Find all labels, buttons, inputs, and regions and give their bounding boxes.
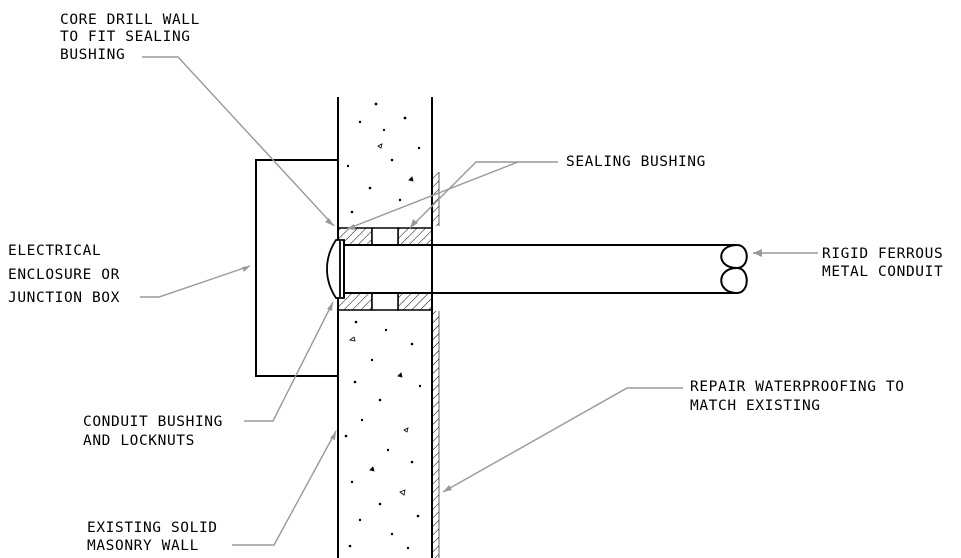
electrical-enclosure: [255, 159, 338, 377]
label-waterproofing: REPAIR WATERPROOFING TO MATCH EXISTING: [690, 379, 905, 414]
rigid-conduit: [344, 244, 748, 294]
label-core-drill-line-1: CORE DRILL WALL: [60, 12, 200, 28]
label-sealing-bushing-line-1: SEALING BUSHING: [566, 154, 706, 170]
label-conduit-line-2: METAL CONDUIT: [822, 264, 943, 280]
label-conduit: RIGID FERROUS METAL CONDUIT: [822, 246, 943, 280]
label-waterproofing-line-2: MATCH EXISTING: [690, 398, 821, 414]
conduit-bushing-locknuts: [326, 239, 345, 299]
label-core-drill-line-3: BUSHING: [60, 47, 125, 63]
label-waterproofing-line-1: REPAIR WATERPROOFING TO: [690, 379, 905, 395]
label-masonry-wall-line-2: MASONRY WALL: [87, 538, 199, 554]
label-enclosure: ELECTRICAL ENCLOSURE OR JUNCTION BOX: [8, 243, 120, 306]
label-enclosure-line-1: ELECTRICAL: [8, 243, 101, 259]
label-core-drill: CORE DRILL WALL TO FIT SEALING BUSHING: [60, 12, 200, 63]
label-conduit-bushing: CONDUIT BUSHING AND LOCKNUTS: [83, 414, 223, 449]
label-masonry-wall: EXISTING SOLID MASONRY WALL: [87, 520, 218, 554]
concrete-aggregate-marks: [344, 102, 422, 550]
label-conduit-bushing-line-1: CONDUIT BUSHING: [83, 414, 223, 430]
label-enclosure-line-2: ENCLOSURE OR: [8, 267, 120, 283]
masonry-wall: [337, 97, 433, 558]
label-sealing-bushing: SEALING BUSHING: [566, 154, 706, 170]
label-masonry-wall-line-1: EXISTING SOLID: [87, 520, 218, 536]
label-conduit-bushing-line-2: AND LOCKNUTS: [83, 433, 195, 449]
leader-lines: [140, 56, 818, 546]
label-conduit-line-1: RIGID FERROUS: [822, 246, 943, 262]
waterproofing-membrane: [432, 172, 440, 558]
label-core-drill-line-2: TO FIT SEALING: [60, 29, 191, 45]
label-enclosure-line-3: JUNCTION BOX: [8, 290, 120, 306]
